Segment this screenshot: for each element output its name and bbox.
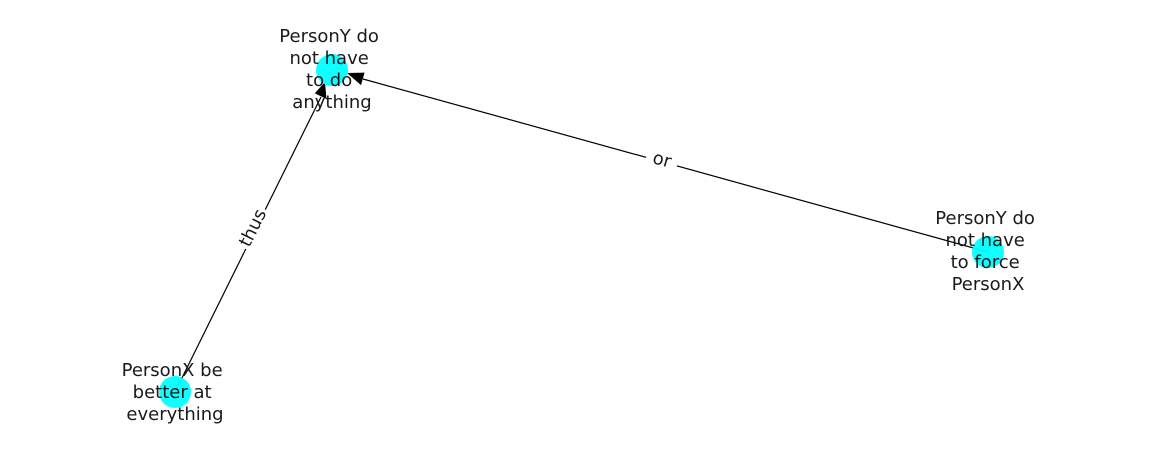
node-label-line: not have [289,48,368,69]
edge-thus: thus [174,82,327,393]
node-label-line: PersonY do [279,26,379,47]
node-personx-be-better-at-everything: PersonX be better at everything [122,360,229,425]
node-circle [972,236,1004,268]
edge-or-arrowhead [347,72,365,86]
node-label-line: not have [945,230,1024,251]
node-label-line: to force [951,252,1020,273]
node-label-line: everything [126,404,223,425]
node-label-line: PersonY do [935,208,1035,229]
node-label-line: PersonX be [122,360,223,381]
node-label-line: anything [292,92,371,113]
node-circle [159,376,191,408]
node-persony-do-not-have-to-force-personx: PersonY do not have to force PersonX [935,208,1040,295]
edge-thus-label-bg [232,202,274,254]
node-persony-do-not-have-to-do-anything: PersonY do not have to do anything [279,26,384,113]
edge-or-label-bg [643,144,681,176]
node-label-line: to do [306,70,352,91]
node-label-line: better at [133,382,212,403]
edge-or-label-group: or [643,144,681,176]
edge-thus-label-group: thus [232,202,274,254]
edge-or-label: or [650,147,674,172]
node-label-line: PersonX [952,274,1025,295]
node-circle [316,54,348,86]
node-label: PersonY do not have to do anything [279,26,384,113]
node-label: PersonX be better at everything [122,360,229,425]
edge-or: or [347,72,989,253]
node-label: PersonY do not have to force PersonX [935,208,1040,295]
edge-thus-arrowhead [314,82,327,99]
